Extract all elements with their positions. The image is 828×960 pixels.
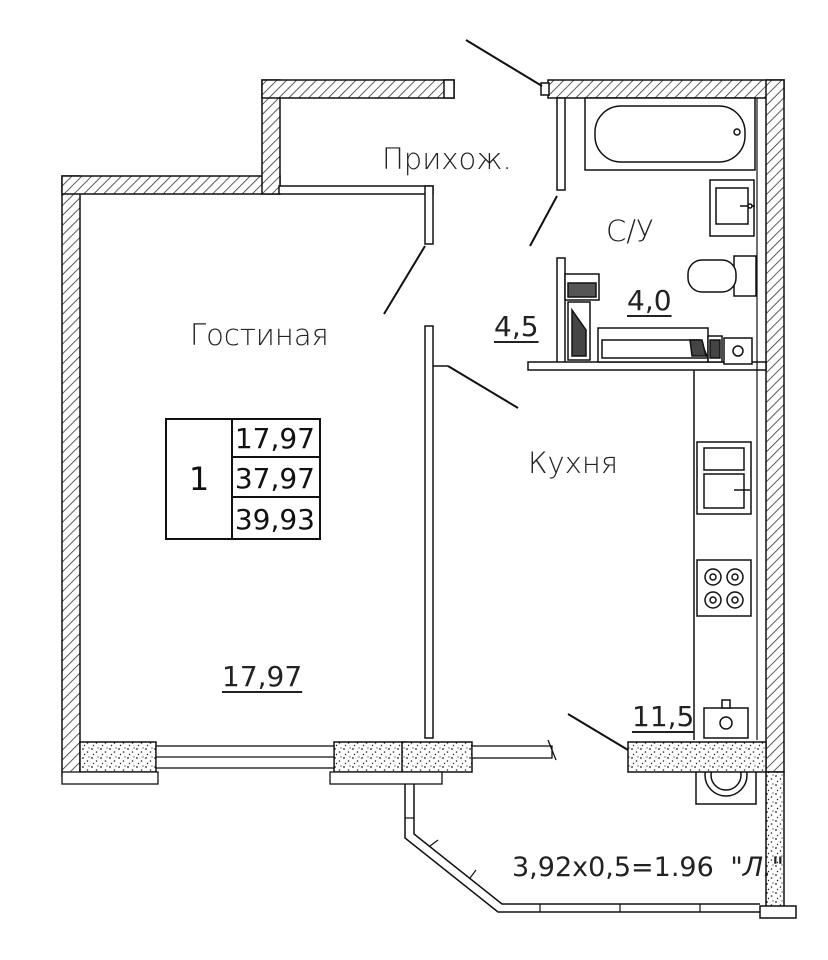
exterior-walls	[61, 79, 785, 777]
total-with-balcony-value: 39,93	[234, 502, 315, 536]
kitchen-sink-icon	[696, 441, 752, 515]
room-label-kitchen: Кухня	[528, 446, 618, 480]
area-kitchen: 11,5	[632, 700, 695, 733]
balcony-area-formula: 3,92х0,5=1.96	[512, 852, 714, 883]
area-bathroom: 4,0	[627, 284, 672, 317]
apartment-summary-table: 1 17,97 37,97 39,93	[165, 418, 321, 540]
window-frames	[61, 739, 557, 785]
balcony-formula: 3,92х0,5=1.96 "Л."	[512, 852, 784, 883]
doors	[383, 39, 629, 751]
area-hallway: 4,5	[494, 310, 539, 343]
partitions	[278, 97, 767, 740]
room-label-living: Гостиная	[190, 318, 329, 352]
bathtub-icon	[584, 97, 756, 171]
room-label-bathroom: С/У	[606, 214, 654, 248]
room-count: 1	[167, 420, 233, 538]
living-area-value: 17,97	[233, 420, 321, 458]
vent-shaft	[564, 273, 723, 363]
balcony-ticks	[405, 817, 701, 912]
stove-icon	[696, 559, 752, 617]
room-label-hallway: Прихож.	[382, 142, 512, 176]
balcony-type: "Л."	[730, 852, 785, 883]
washing-machine-small-icon	[723, 337, 753, 365]
balcony-outline	[404, 784, 797, 919]
sink-icon	[709, 179, 755, 237]
toilet-icon	[687, 255, 757, 297]
total-area-value: 37,97	[233, 460, 321, 498]
boiler-icon	[703, 699, 749, 739]
window-lintels	[79, 741, 785, 911]
area-living: 17,97	[222, 660, 303, 693]
